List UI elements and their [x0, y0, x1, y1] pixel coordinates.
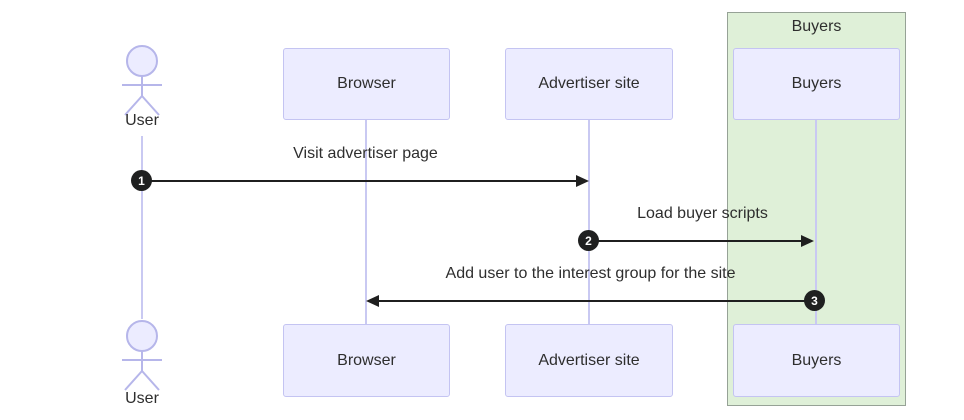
- participant-label: Browser: [337, 351, 396, 369]
- participant-advertiser-site-top: Advertiser site: [505, 48, 673, 120]
- lifeline-user: [141, 136, 143, 319]
- actor-user-bottom-label: User: [125, 390, 159, 407]
- participant-label: Advertiser site: [538, 351, 640, 369]
- arrowhead-right-icon: [801, 235, 814, 247]
- message-3-line: [378, 300, 815, 302]
- arrowhead-left-icon: [366, 295, 379, 307]
- message-1-label: Visit advertiser page: [293, 145, 438, 162]
- message-1-number-badge: 1: [131, 170, 152, 191]
- message-3-label: Add user to the interest group for the s…: [445, 265, 736, 282]
- message-3-number-badge: 3: [804, 290, 825, 311]
- message-2-line: [589, 240, 802, 242]
- buyers-group-label: Buyers: [791, 18, 842, 35]
- participant-label: Buyers: [791, 75, 842, 92]
- lifeline-browser: [365, 120, 367, 324]
- message-2-label: Load buyer scripts: [637, 205, 768, 222]
- participant-label: Buyers: [791, 351, 842, 369]
- message-2-number-badge: 2: [578, 230, 599, 251]
- participant-browser-top: Browser: [283, 48, 450, 120]
- participant-buyers-bottom: Buyers: [733, 324, 900, 397]
- person-icon: [122, 45, 162, 116]
- lifeline-advertiser-site: [588, 120, 590, 324]
- participant-label: Browser: [337, 75, 396, 92]
- participant-advertiser-site-bottom: Advertiser site: [505, 324, 673, 397]
- actor-user-top-label: User: [125, 112, 159, 129]
- participant-buyers-top: Buyers: [733, 48, 900, 120]
- arrowhead-right-icon: [576, 175, 589, 187]
- participant-browser-bottom: Browser: [283, 324, 450, 397]
- person-icon: [122, 320, 162, 391]
- participant-label: Advertiser site: [538, 75, 640, 92]
- lifeline-buyers: [815, 120, 817, 324]
- message-1-line: [142, 180, 577, 182]
